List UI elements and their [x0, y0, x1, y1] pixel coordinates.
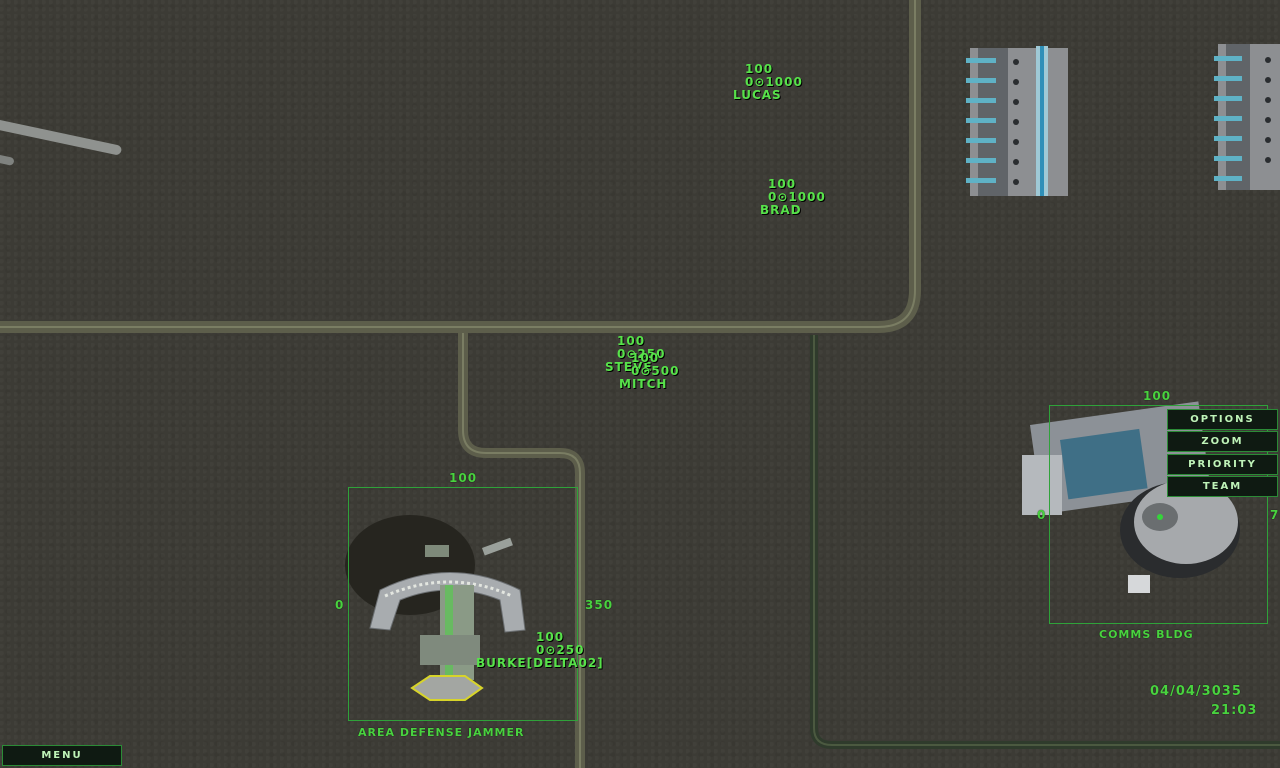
pipe-structure [0, 118, 122, 166]
unit-stats: 0⊙250 [617, 347, 666, 361]
comms-label: COMMS BLDG [1099, 628, 1194, 641]
unit-name: BURKE[DELTA02] [476, 656, 604, 670]
unit-stats: 0⊙500 [631, 364, 680, 378]
comms-building-structure[interactable] [1022, 401, 1240, 593]
priority-button[interactable]: PRIORITY [1167, 454, 1278, 475]
tower-building-1[interactable] [966, 46, 1068, 196]
unit-lucas[interactable]: 100 0⊙1000 LUCAS [733, 63, 803, 102]
tower-building-2[interactable] [1214, 44, 1280, 190]
jammer-top-value: 100 [449, 471, 478, 485]
team-button[interactable]: TEAM [1167, 476, 1278, 497]
comms-selection-box[interactable] [1049, 405, 1268, 624]
comms-right-value: 7 [1270, 508, 1280, 522]
unit-health: 100 [617, 334, 646, 348]
unit-stats: 0⊙250 [536, 643, 585, 657]
unit-steve[interactable]: 100 0⊙250 STEVE [605, 335, 665, 374]
jammer-selection-box[interactable] [348, 487, 578, 721]
unit-health: 100 [768, 177, 797, 191]
unit-stats: 0⊙1000 [768, 190, 826, 204]
unit-name: LUCAS [733, 88, 782, 102]
unit-health: 100 [745, 62, 774, 76]
unit-health: 100 [536, 630, 565, 644]
unit-burke[interactable]: 100 0⊙250 BURKE[DELTA02] [476, 631, 604, 670]
comms-top-value: 100 [1143, 389, 1172, 403]
unit-name: BRAD [760, 203, 802, 217]
time-display: 21:03 [1211, 703, 1258, 718]
comms-left-value: 0 [1037, 508, 1047, 522]
unit-health: 100 [631, 351, 660, 365]
jammer-label: AREA DEFENSE JAMMER [358, 726, 525, 739]
jammer-right-value: 350 [585, 598, 614, 612]
unit-stats: 0⊙1000 [745, 75, 803, 89]
menu-button[interactable]: MENU [2, 745, 122, 766]
jammer-left-value: 0 [335, 598, 345, 612]
date-display: 04/04/3035 [1150, 684, 1242, 699]
unit-brad[interactable]: 100 0⊙1000 BRAD [760, 178, 826, 217]
area-defense-jammer-structure[interactable] [345, 515, 526, 701]
options-button[interactable]: OPTIONS [1167, 409, 1278, 430]
unit-name: MITCH [619, 377, 668, 391]
unit-name: STEVE [605, 360, 653, 374]
unit-mitch[interactable]: 100 0⊙500 MITCH [619, 352, 679, 391]
zoom-button[interactable]: ZOOM [1167, 431, 1278, 452]
